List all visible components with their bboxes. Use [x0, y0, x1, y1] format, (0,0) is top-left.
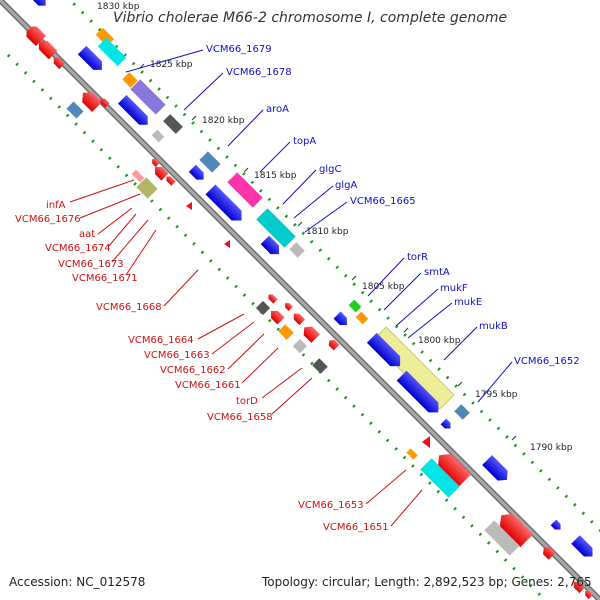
gene-label: VCM66_1679 [206, 44, 272, 55]
gene-label: infA [46, 200, 66, 211]
gene-label: VCM66_1653 [298, 500, 364, 511]
tick-mark [351, 275, 357, 281]
forward-gene-labels: VCM66_1679 VCM66_1678 aroA topA glgC glg… [125, 44, 580, 403]
tick-mark [403, 327, 409, 333]
gene-label: VCM66_1662 [160, 365, 226, 376]
tick-label: 1800 kbp [418, 336, 461, 346]
tick-label: 1810 kbp [306, 227, 349, 237]
gene-label: VCM66_1673 [58, 259, 124, 270]
gene-label: VCM66_1668 [96, 302, 162, 313]
gene-marker [186, 202, 192, 210]
tick-label: 1805 kbp [362, 282, 405, 292]
tick-label: 1795 kbp [475, 390, 518, 400]
gene-label: VCM66_1674 [45, 243, 111, 254]
gene-label: VCM66_1661 [175, 380, 241, 391]
tick-mark [511, 435, 517, 441]
gene-label: aroA [266, 104, 289, 115]
kbp-ticks: 1830 kbp 1825 kbp 1820 kbp 1815 kbp 1810… [97, 2, 573, 453]
gene-label: glgC [319, 164, 341, 175]
gene-label: topA [293, 136, 316, 147]
tick-mark [297, 221, 303, 227]
gene-label: VCM66_1652 [514, 356, 580, 367]
gene-label: VCM66_1671 [72, 273, 138, 284]
gene-label: glgA [335, 180, 357, 191]
gene-marker [224, 240, 230, 248]
tick-label: 1825 kbp [150, 60, 193, 70]
gene-label: aat [79, 229, 95, 240]
gene-label: VCM66_1651 [323, 522, 389, 533]
gene-label: torD [236, 396, 258, 407]
gene-label: smtA [424, 267, 450, 278]
gene-label: mukE [454, 297, 482, 308]
gene-label: torR [407, 252, 428, 263]
forward-genes [30, 0, 593, 557]
reverse-gene-labels: infA VCM66_1676 aat VCM66_1674 VCM66_167… [15, 179, 423, 533]
gene-label: VCM66_1678 [226, 67, 292, 78]
gene-label: mukB [479, 321, 508, 332]
gene-label: VCM66_1664 [128, 335, 194, 346]
tick-mark [191, 115, 197, 121]
genome-summary-text: Topology: circular; Length: 2,892,523 bp… [261, 575, 592, 589]
accession-text: Accession: NC_012578 [9, 575, 145, 589]
tick-mark [457, 381, 463, 387]
gene-label: VCM66_1658 [207, 412, 273, 423]
track-forward-outer [67, 0, 600, 533]
track-reverse-outer [6, 53, 547, 600]
tick-label: 1790 kbp [530, 443, 573, 453]
gene-marker [422, 436, 430, 448]
reverse-genes [26, 26, 593, 599]
gene-label: VCM66_1663 [144, 350, 210, 361]
tick-label: 1830 kbp [97, 2, 140, 12]
tick-label: 1815 kbp [254, 171, 297, 181]
dotted-tracks [6, 0, 600, 600]
gene-label: mukF [440, 283, 468, 294]
tick-label: 1820 kbp [202, 116, 245, 126]
map-title: Vibrio cholerae M66-2 chromosome I, comp… [113, 10, 507, 26]
gene-label: VCM66_1665 [350, 196, 416, 207]
gene-label: VCM66_1676 [15, 214, 81, 225]
tick-mark [243, 167, 249, 173]
